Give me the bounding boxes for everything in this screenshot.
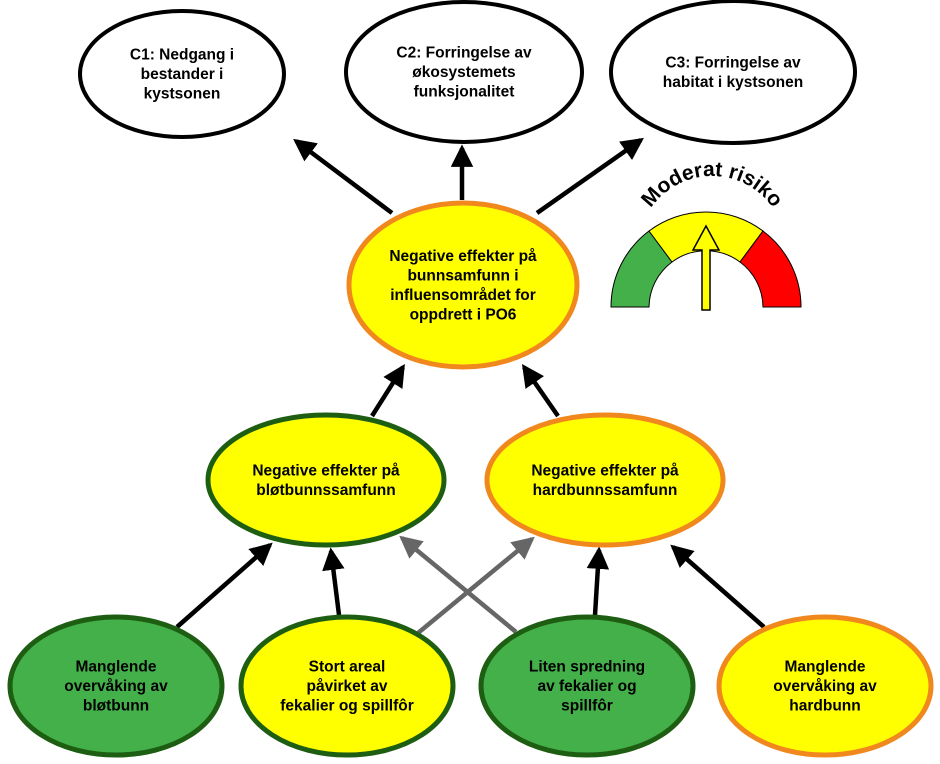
node-c2: C2: Forringelse av økosystemets funksjonal…: [344, 0, 584, 144]
node-area: Stort areal påvirket av fekalier og spillf…: [238, 614, 456, 758]
label-line: habitat i kystsonen: [663, 74, 803, 91]
node-m-hard-label: Manglende overvåking av hardbunn: [773, 659, 877, 715]
label-line: Liten spredning: [529, 659, 645, 676]
label-line: Stort areal: [309, 659, 386, 676]
gauge-pointer-arrow: [691, 224, 721, 311]
label-line: spillfôr: [561, 698, 613, 715]
label-line: hardbunn: [789, 698, 860, 715]
label-line: Negative effekter på: [389, 248, 537, 265]
node-m-soft: Manglende overvåking av bløtbunn: [7, 614, 225, 758]
label-line: influensområdet for: [390, 287, 536, 304]
arrow-hard-to-center: [521, 364, 560, 418]
label-line: bløtbunn: [83, 698, 149, 715]
node-spread-label: Liten spredning av fekalier og spillfôr: [529, 659, 645, 715]
label-line: hardbunnssamfunn: [533, 482, 678, 499]
node-area-shape: [238, 614, 456, 758]
gauge-segment-red: [739, 230, 802, 308]
node-m-hard-shape: [716, 614, 934, 758]
label-line: overvåking av: [773, 678, 877, 695]
arrow-msoft-to-soft: [175, 542, 273, 629]
label-line: bestander i: [141, 66, 224, 83]
node-hard-label: Negative effekter på hardbunnssamfunn: [531, 462, 679, 499]
label-line: påvirket av: [307, 678, 388, 695]
arrow-mhard-to-hard: [670, 544, 766, 629]
node-m-soft-label: Manglende overvåking av bløtbunn: [64, 659, 168, 715]
node-hard: Negative effekter på hardbunnssamfunn: [484, 412, 726, 548]
arrow-center-to-c1: [293, 138, 394, 215]
risk-gauge: Moderat risiko: [610, 158, 802, 311]
label-line: kystsonen: [144, 86, 221, 103]
node-area-label: Stort areal påvirket av fekalier og spillf…: [280, 659, 414, 715]
node-spread-shape: [478, 614, 696, 758]
label-line: Manglende: [785, 659, 866, 676]
node-c2-label: C2: Forringelse av økosystemets funksjonal…: [396, 45, 532, 101]
arrow-area-to-soft: [322, 547, 345, 616]
arrow-spread-to-soft: [399, 535, 518, 634]
label-line: C2: Forringelse av: [396, 45, 532, 62]
node-center-shape: [346, 200, 580, 370]
node-center-label: Negative effekter på bunnsamfunn i influen…: [389, 248, 537, 324]
label-line: bunnsamfunn i: [407, 267, 518, 284]
label-line: Negative effekter på: [531, 462, 679, 479]
node-hard-shape: [484, 412, 726, 548]
node-c1-shape: [78, 9, 286, 139]
node-c1: C1: Nedgang i bestander i kystsonen: [78, 9, 286, 139]
arrow-center-to-c3: [535, 137, 644, 215]
arrows: [175, 137, 766, 635]
gauge-label: Moderat risiko: [637, 158, 787, 211]
node-soft-shape: [205, 412, 447, 548]
node-soft: Negative effekter på bløtbunnssamfunn: [205, 412, 447, 548]
node-c3-label: C3: Forringelse av habitat i kystsonen: [663, 54, 803, 91]
node-c3: C3: Forringelse av habitat i kystsonen: [609, 0, 857, 145]
label-line: C3: Forringelse av: [665, 54, 801, 71]
label-line: oppdrett i PO6: [410, 306, 517, 323]
label-line: økosystemets: [412, 64, 515, 81]
arrow-area-to-hard: [416, 536, 535, 635]
label-line: funksjonalitet: [414, 84, 515, 101]
label-line: bløtbunnssamfunn: [256, 482, 396, 499]
node-center: Negative effekter på bunnsamfunn i influen…: [346, 200, 580, 370]
node-soft-label: Negative effekter på bløtbunnssamfunn: [252, 462, 400, 499]
arrow-soft-to-center: [370, 363, 405, 418]
label-line: fekalier og spillfôr: [280, 698, 414, 715]
label-line: overvåking av: [64, 678, 168, 695]
node-spread: Liten spredning av fekalier og spillfôr: [478, 614, 696, 758]
arrow-spread-to-hard: [586, 546, 610, 616]
label-line: C1: Nedgang i: [130, 47, 234, 64]
label-line: av fekalier og: [537, 678, 636, 695]
label-line: Negative effekter på: [252, 462, 400, 479]
label-line: Manglende: [76, 659, 157, 676]
node-c3-shape: [609, 0, 857, 145]
node-m-soft-shape: [7, 614, 225, 758]
node-m-hard: Manglende overvåking av hardbunn: [716, 614, 934, 758]
node-c2-shape: [344, 0, 584, 144]
node-c1-label: C1: Nedgang i bestander i kystsonen: [130, 47, 234, 103]
